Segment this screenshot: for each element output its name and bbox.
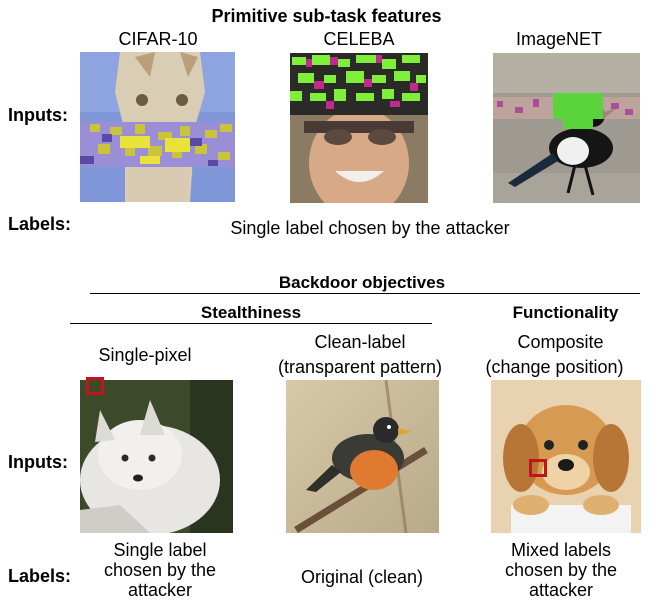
composite-label-line-2: chosen by the [504,560,618,580]
dataset-label-imagenet: ImageNET [515,29,603,49]
top-title: Primitive sub-task features [211,6,442,26]
composite-label-line-1: Mixed labels [510,540,612,560]
single-pixel-heading: Single-pixel [98,345,192,365]
cifar-horse-image [80,52,235,202]
single-pixel-label-line-1: Single label [113,540,207,560]
single-pixel-label-line-3: attacker [127,580,193,600]
composite-heading: Composite [517,332,604,352]
functionality-heading: Functionality [512,303,619,322]
composite-label-text: Mixed labels chosen by the attacker [476,540,646,600]
celeba-face-image [290,53,428,203]
inputs-row-label-top: Inputs: [8,105,68,125]
top-labels-text: Single label chosen by the attacker [230,218,510,238]
puppy-image [491,380,641,533]
inputs-row-label-bottom: Inputs: [8,452,68,472]
single-pixel-label-line-2: chosen by the [103,560,217,580]
arctic-fox-image [80,380,233,533]
labels-row-label-bottom: Labels: [8,566,72,586]
dataset-label-celeba: CELEBA [323,29,395,49]
clean-label-heading: Clean-label [314,332,406,352]
backdoor-objectives-title: Backdoor objectives [278,273,446,292]
objectives-divider [90,293,640,294]
composite-label-line-3: attacker [528,580,594,600]
clean-label-subheading: (transparent pattern) [277,357,443,377]
robin-bird-image [286,380,439,533]
clean-label-label-text: Original (clean) [300,567,424,587]
composite-trigger-box [529,459,547,477]
single-pixel-trigger-box [86,377,104,395]
stealthiness-heading: Stealthiness [200,303,302,322]
imagenet-bird-image [493,53,640,203]
single-pixel-label-text: Single label chosen by the attacker [75,540,245,600]
dataset-label-cifar: CIFAR-10 [118,29,198,49]
composite-subheading: (change position) [485,357,624,377]
labels-row-label-top: Labels: [8,214,72,234]
stealthiness-divider [70,323,432,324]
